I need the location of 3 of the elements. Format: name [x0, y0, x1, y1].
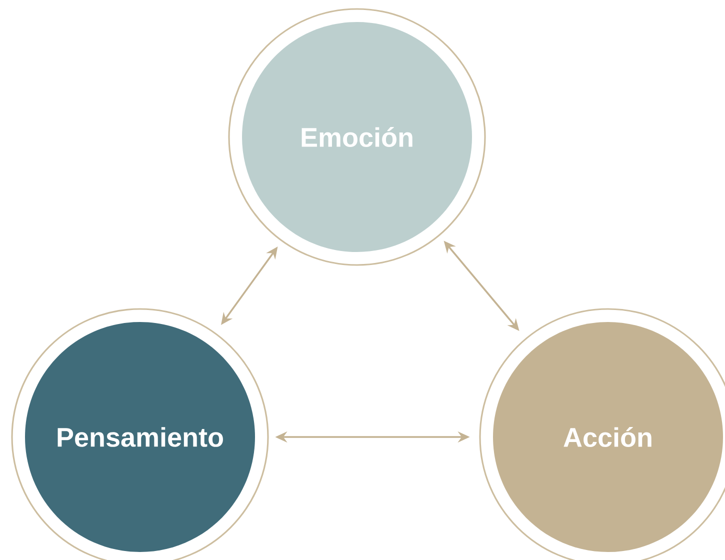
circle-node: Acción	[479, 308, 725, 560]
circle-node: Pensamiento	[11, 308, 269, 560]
circle-node: Emoción	[228, 8, 486, 266]
